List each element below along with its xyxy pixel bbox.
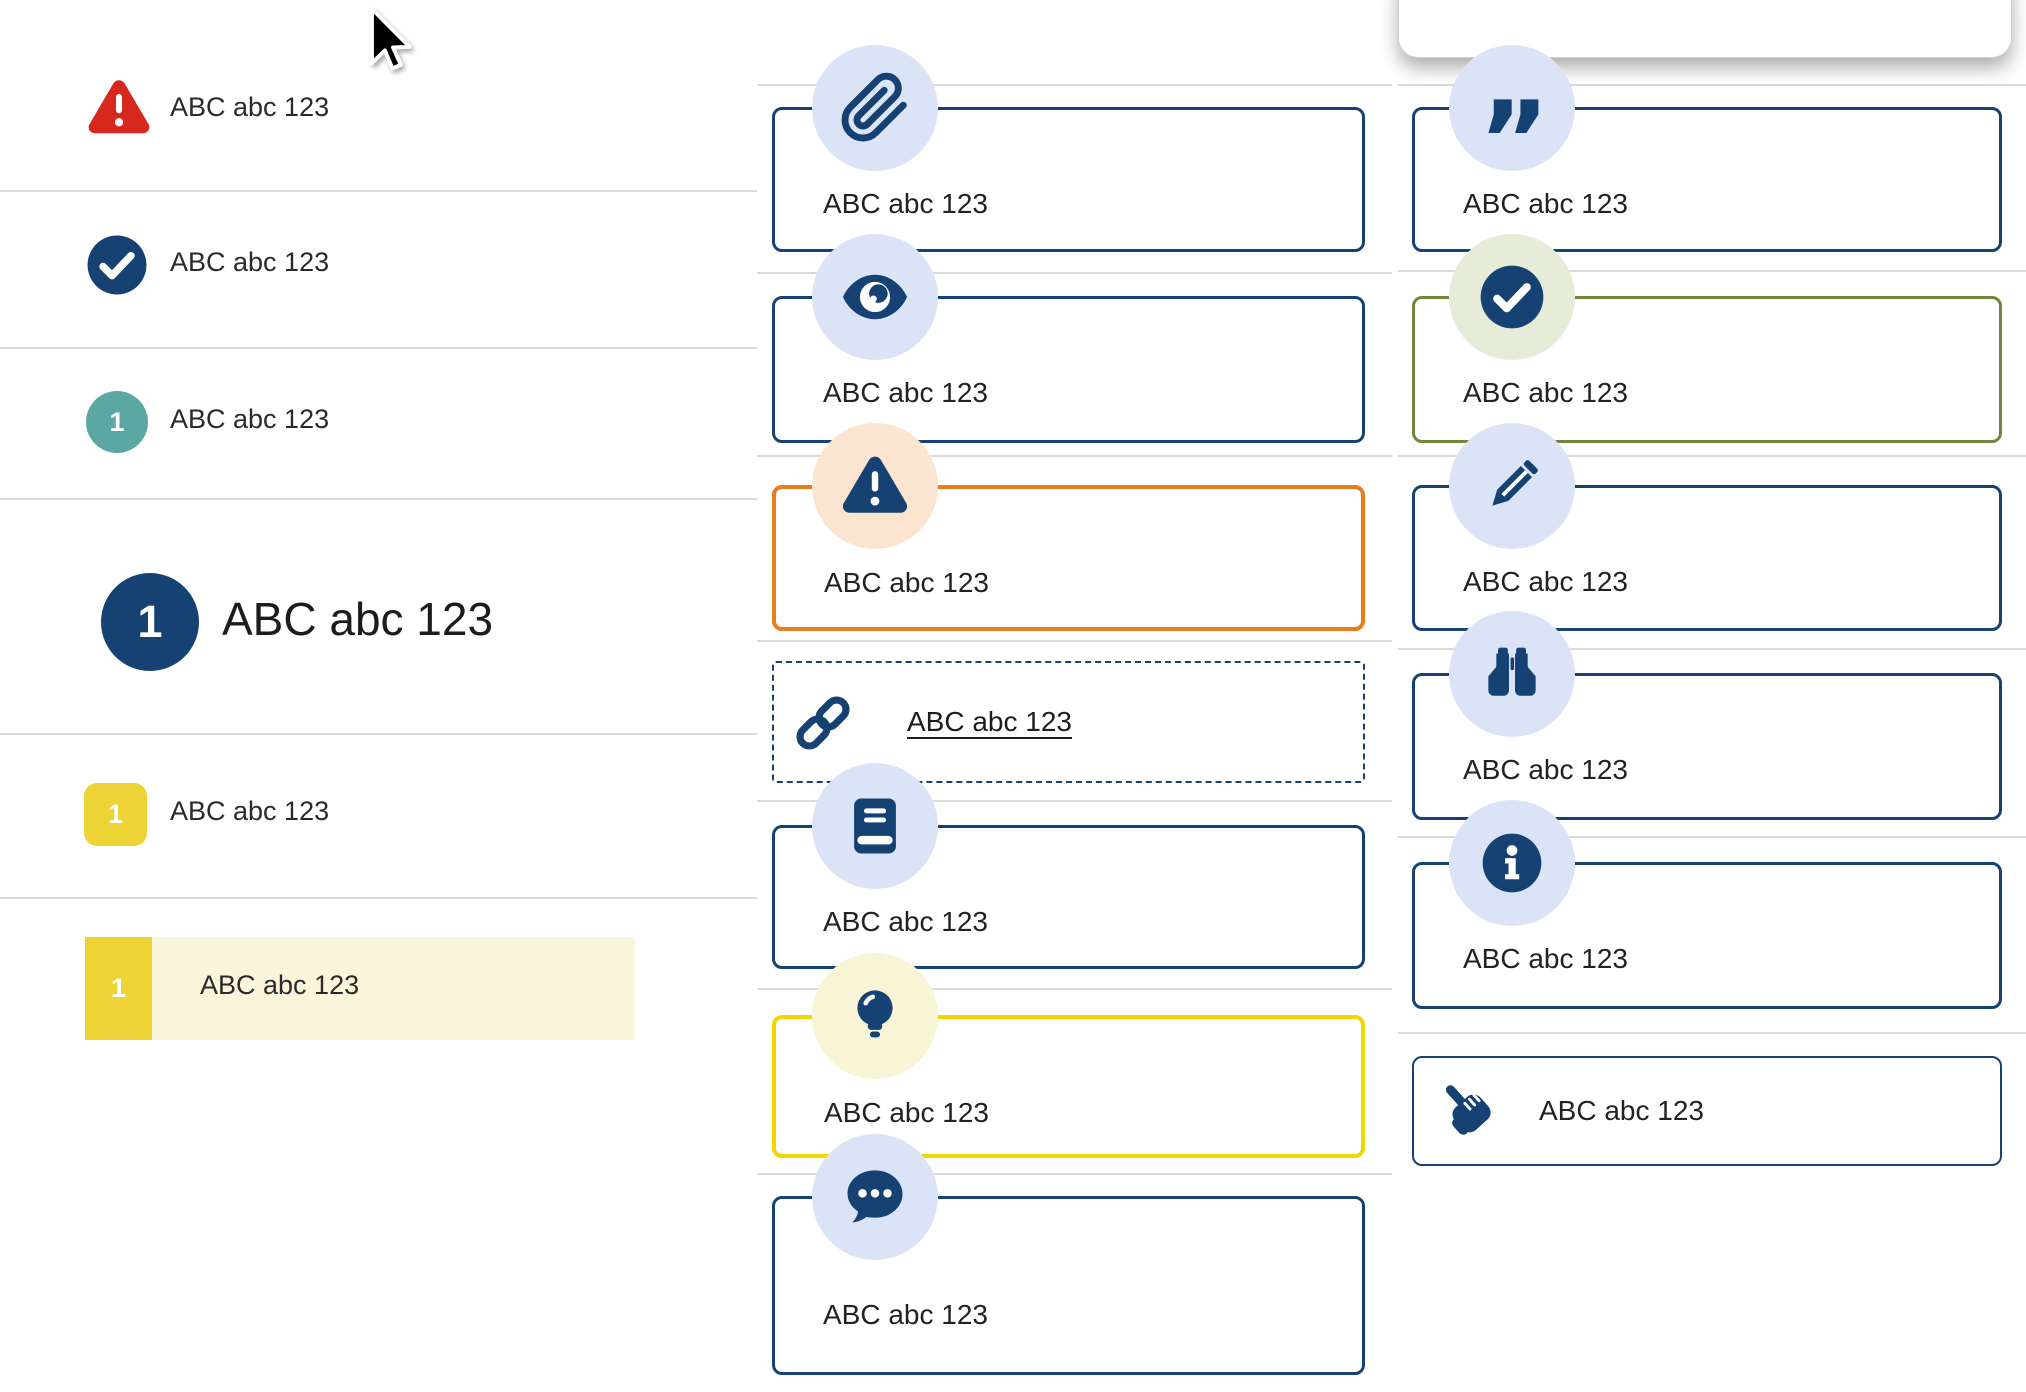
list-item-label: ABC abc 123 bbox=[170, 92, 330, 122]
callout-label: ABC abc 123 bbox=[1463, 188, 1628, 219]
divider bbox=[0, 498, 757, 500]
divider bbox=[757, 800, 1392, 802]
callout-label: ABC abc 123 bbox=[823, 906, 988, 937]
divider bbox=[757, 1173, 1392, 1175]
mouse-cursor bbox=[370, 7, 412, 71]
paperclip-icon bbox=[812, 45, 938, 171]
warning-triangle-icon bbox=[88, 80, 150, 134]
link-icon bbox=[796, 696, 850, 750]
callout-action: ABC abc 123 bbox=[1412, 1056, 2002, 1166]
callout-label: ABC abc 123 bbox=[1539, 1095, 1704, 1126]
divider bbox=[757, 640, 1392, 642]
check-circle-icon bbox=[1449, 234, 1575, 360]
callout-attachment: ABC abc 123 bbox=[772, 107, 1365, 252]
step-number-badge: 1 bbox=[101, 573, 199, 671]
divider bbox=[1398, 270, 2026, 272]
callout-label: ABC abc 123 bbox=[1463, 566, 1628, 597]
callout-label: ABC abc 123 bbox=[1463, 377, 1628, 408]
lightbulb-icon bbox=[812, 953, 938, 1079]
divider bbox=[757, 455, 1392, 457]
book-icon bbox=[812, 763, 938, 889]
divider bbox=[0, 190, 757, 192]
quote-icon: ” bbox=[1449, 45, 1575, 196]
check-circle-icon bbox=[87, 235, 147, 295]
list-item-label: ABC abc 123 bbox=[222, 593, 494, 645]
list-item-label: ABC abc 123 bbox=[200, 970, 360, 1000]
pencil-icon bbox=[1449, 423, 1575, 549]
callout-label: ABC abc 123 bbox=[1463, 943, 1628, 974]
callout-label: ABC abc 123 bbox=[823, 188, 988, 219]
divider bbox=[1398, 1032, 2026, 1034]
list-item-label: ABC abc 123 bbox=[170, 796, 330, 826]
callout-label: ABC abc 123 bbox=[823, 1299, 988, 1330]
divider bbox=[757, 272, 1392, 274]
callout-link[interactable]: ABC abc 123 bbox=[772, 661, 1365, 783]
divider bbox=[1398, 455, 2026, 457]
divider bbox=[1398, 84, 2026, 86]
list-item-label: ABC abc 123 bbox=[170, 247, 330, 277]
callout-link-label[interactable]: ABC abc 123 bbox=[907, 706, 1072, 737]
callout-label: ABC abc 123 bbox=[824, 567, 989, 598]
callout-label: ABC abc 123 bbox=[823, 377, 988, 408]
divider bbox=[0, 733, 757, 735]
divider bbox=[757, 84, 1392, 86]
callout-label: ABC abc 123 bbox=[824, 1097, 989, 1128]
warning-triangle-icon bbox=[812, 423, 938, 549]
hand-pointer-icon bbox=[1445, 1085, 1491, 1135]
row-highlight bbox=[85, 937, 635, 1040]
divider bbox=[0, 897, 757, 899]
list-item-label: ABC abc 123 bbox=[170, 404, 330, 434]
step-number-badge: 1 bbox=[86, 391, 148, 453]
divider bbox=[1398, 836, 2026, 838]
divider bbox=[0, 347, 757, 349]
info-icon bbox=[1449, 800, 1575, 926]
binoculars-icon bbox=[1449, 611, 1575, 737]
divider bbox=[757, 988, 1392, 990]
chat-icon bbox=[812, 1134, 938, 1260]
eye-icon bbox=[812, 234, 938, 360]
step-number-badge: 1 bbox=[84, 783, 147, 846]
callout-label: ABC abc 123 bbox=[1463, 754, 1628, 785]
step-number-badge: 1 bbox=[85, 937, 152, 1040]
divider bbox=[1398, 648, 2026, 650]
